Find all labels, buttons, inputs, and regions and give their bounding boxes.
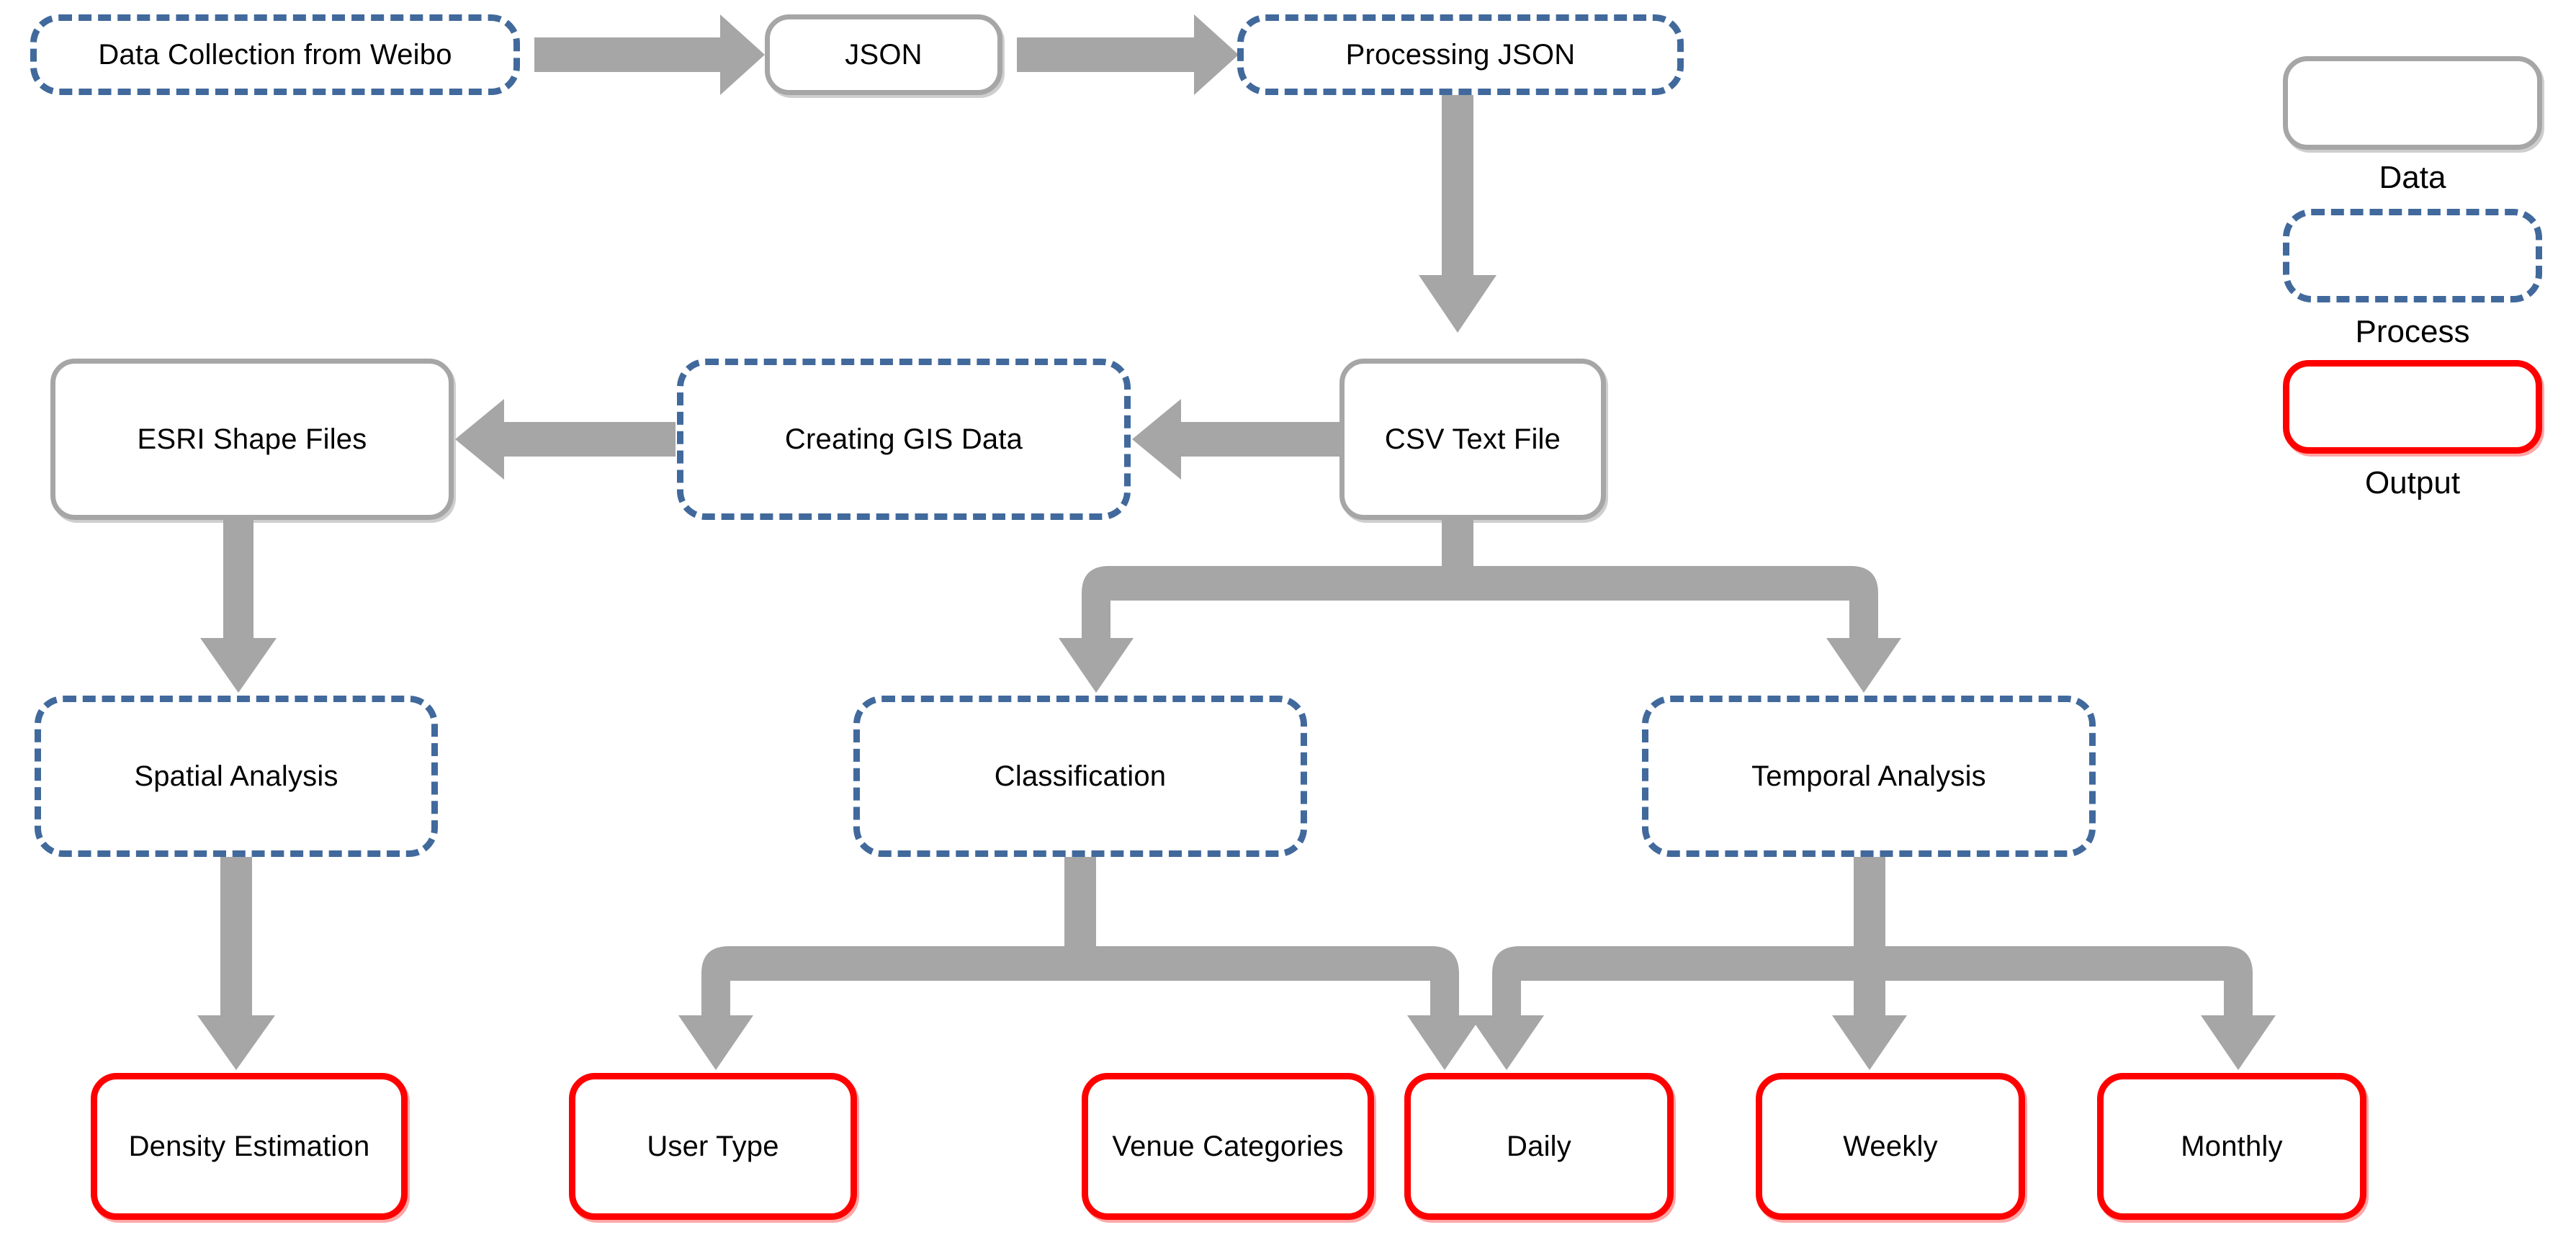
node-label: Venue Categories: [1112, 1131, 1344, 1162]
node-spatial-analysis[interactable]: Spatial Analysis: [35, 696, 438, 857]
node-label: Creating GIS Data: [784, 423, 1023, 455]
node-label: Density Estimation: [128, 1131, 370, 1162]
node-label: Temporal Analysis: [1751, 760, 1986, 792]
node-label: Monthly: [2181, 1131, 2283, 1162]
node-label: CSV Text File: [1384, 423, 1561, 455]
legend-swatch-process: [2283, 209, 2542, 302]
node-monthly[interactable]: Monthly: [2097, 1073, 2366, 1220]
node-label: Weekly: [1843, 1131, 1938, 1162]
arrow-gis-to-esri: [455, 399, 676, 480]
arrow-json-to-processing: [1017, 14, 1239, 95]
node-temporal-analysis[interactable]: Temporal Analysis: [1642, 696, 2096, 857]
node-processing-json[interactable]: Processing JSON: [1237, 14, 1684, 95]
node-user-type[interactable]: User Type: [569, 1073, 857, 1220]
legend-label-data: Data: [2379, 160, 2446, 195]
arrow-classification-fork: [678, 857, 1482, 1070]
node-csv-text-file[interactable]: CSV Text File: [1339, 359, 1606, 520]
node-label: Classification: [994, 760, 1167, 792]
node-classification[interactable]: Classification: [853, 696, 1307, 857]
arrow-temporal-fork: [1469, 857, 2276, 1070]
arrow-collection-to-json: [534, 14, 765, 95]
node-label: Spatial Analysis: [134, 760, 338, 792]
node-creating-gis-data[interactable]: Creating GIS Data: [677, 359, 1131, 520]
arrow-csv-to-gis: [1132, 399, 1339, 480]
arrow-csv-fork: [1059, 520, 1901, 693]
arrow-processing-to-csv: [1419, 95, 1496, 333]
arrow-esri-to-spatial: [200, 520, 277, 693]
legend-label-output: Output: [2364, 465, 2461, 500]
node-label: User Type: [647, 1131, 779, 1162]
node-label: Daily: [1507, 1131, 1571, 1162]
node-label: JSON: [845, 39, 923, 71]
node-density-estimation[interactable]: Density Estimation: [91, 1073, 408, 1220]
node-esri-shape-files[interactable]: ESRI Shape Files: [50, 359, 454, 520]
node-data-collection-from-weibo[interactable]: Data Collection from Weibo: [30, 14, 520, 95]
node-label: Processing JSON: [1345, 39, 1576, 71]
node-weekly[interactable]: Weekly: [1756, 1073, 2025, 1220]
node-label: ESRI Shape Files: [137, 423, 367, 455]
arrow-spatial-to-density: [197, 857, 275, 1070]
legend-swatch-data: [2283, 56, 2542, 150]
node-venue-categories[interactable]: Venue Categories: [1082, 1073, 1374, 1220]
legend-swatch-output: [2283, 360, 2542, 454]
legend-label-process: Process: [2355, 314, 2470, 349]
node-daily[interactable]: Daily: [1404, 1073, 1674, 1220]
node-json[interactable]: JSON: [765, 14, 1002, 95]
node-label: Data Collection from Weibo: [98, 39, 452, 71]
